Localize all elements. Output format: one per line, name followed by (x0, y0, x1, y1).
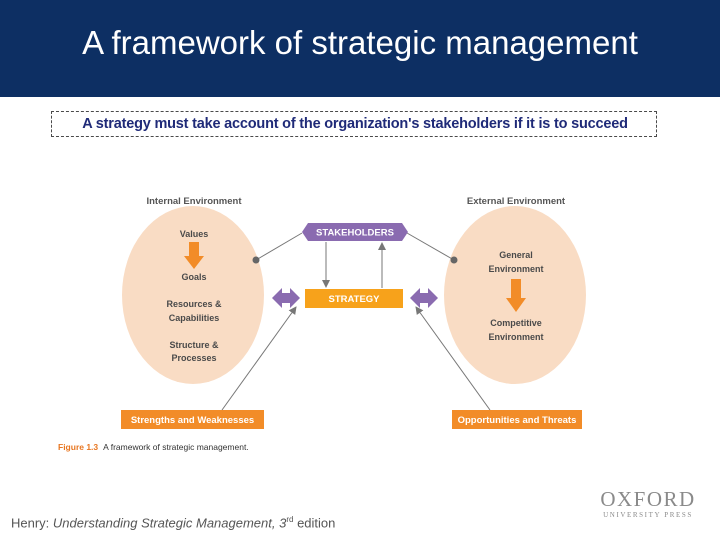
strategy-label: STRATEGY (328, 294, 380, 305)
strengths-weaknesses-box (121, 410, 264, 429)
strengths-to-strategy-arrow (221, 306, 297, 411)
structure-label-line1: Structure & (169, 340, 219, 350)
competitive-environment-line2: Environment (488, 332, 543, 342)
external-environment-label: External Environment (467, 196, 566, 207)
footer-citation: Henry: Understanding Strategic Managemen… (11, 515, 335, 530)
stakeholders-right-connector (406, 232, 455, 261)
footer-superscript: rd (286, 515, 294, 524)
values-to-goals-arrow (184, 242, 204, 269)
connector-dot-right (450, 256, 458, 264)
figure-caption: Figure 1.3 A framework of strategic manag… (58, 442, 249, 452)
resources-label-line1: Resources & (166, 299, 222, 309)
resources-label-line2: Capabilities (169, 313, 220, 323)
figure-number: Figure 1.3 (58, 442, 98, 452)
opportunities-to-strategy-arrow (415, 306, 491, 411)
connector-dot-left (252, 256, 260, 264)
opportunities-threats-label: Opportunities and Threats (458, 415, 577, 426)
stakeholders-left-connector (255, 232, 303, 261)
structure-label-line2: Processes (171, 353, 216, 363)
footer-edition: edition (293, 515, 336, 531)
subtitle-box: A strategy must take account of the orga… (51, 111, 657, 137)
oxford-logo: OXFORD UNIVERSITY PRESS (598, 488, 698, 520)
general-to-competitive-arrow (506, 279, 526, 312)
competitive-environment-line1: Competitive (490, 318, 542, 328)
opportunities-threats-box (452, 410, 582, 429)
footer-book-title: Understanding Strategic Management, 3 (52, 515, 287, 531)
oxford-logo-sub: UNIVERSITY PRESS (603, 511, 693, 519)
slide-title: A framework of strategic management (82, 24, 638, 61)
stakeholders-box (302, 223, 408, 241)
internal-environment-ellipse (122, 206, 264, 384)
footer-author: Henry: (11, 515, 53, 531)
internal-environment-label: Internal Environment (146, 196, 242, 207)
stakeholders-label: STAKEHOLDERS (316, 228, 394, 239)
left-double-arrow (272, 288, 300, 308)
general-environment-line1: General (499, 250, 533, 260)
strengths-weaknesses-label: Strengths and Weaknesses (131, 415, 254, 426)
title-bar (0, 0, 720, 97)
goals-label: Goals (181, 272, 206, 282)
slide-subtitle: A strategy must take account of the orga… (82, 116, 628, 132)
values-label: Values (180, 229, 209, 239)
figure-caption-text: A framework of strategic management. (103, 442, 249, 452)
general-environment-line2: Environment (488, 264, 543, 274)
right-double-arrow (410, 288, 438, 308)
strategy-box (305, 289, 403, 308)
oxford-logo-main: OXFORD (600, 487, 696, 511)
